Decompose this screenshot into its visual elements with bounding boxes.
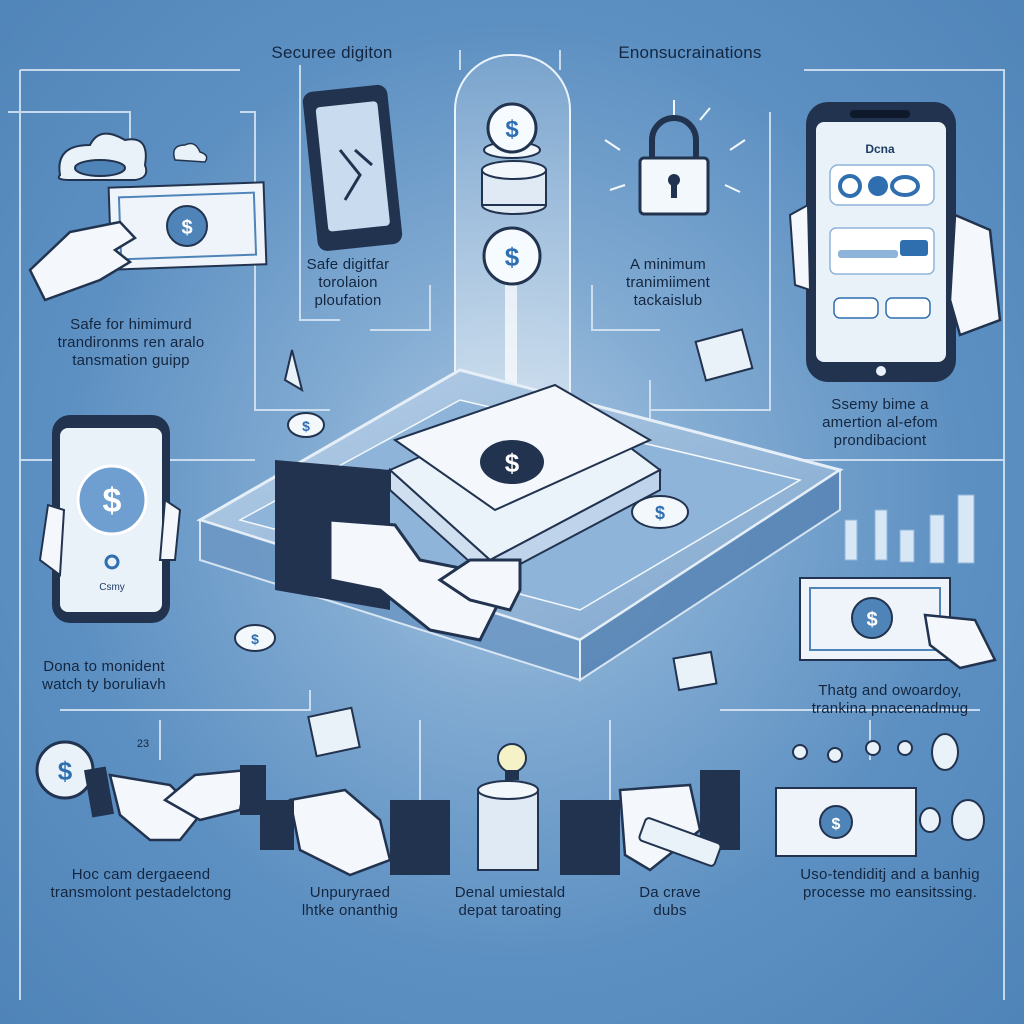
banknote-right: $ bbox=[799, 577, 997, 670]
svg-text:$: $ bbox=[505, 242, 520, 272]
caption-left-middle: Dona to monident watch ty boruliavh bbox=[42, 658, 166, 693]
svg-text:$: $ bbox=[505, 448, 520, 478]
coin-stack-bottom bbox=[477, 743, 539, 871]
phone-left: $ bbox=[52, 415, 170, 623]
caption-bottom-center: Denal umiestald depat taroating bbox=[454, 884, 566, 919]
dollar-coin-bottom-left: $ bbox=[35, 740, 95, 800]
cloud-icon bbox=[57, 132, 208, 181]
caption-bottom-center-right: Da crave dubs bbox=[639, 884, 701, 919]
handshake-bottom-center-right bbox=[560, 770, 740, 875]
banknote-left: $ bbox=[107, 181, 268, 271]
caption-bottom-center-left: Unpuryraed lhtke onanthig bbox=[301, 884, 399, 919]
header-right: Enonsucrainations bbox=[618, 43, 762, 62]
caption-center-right: A minimum tranimiiment tackaislub bbox=[625, 256, 711, 309]
svg-text:$: $ bbox=[251, 631, 259, 647]
caption-right-middle: Ssemy bime a amertion al-efom prondibaci… bbox=[822, 396, 938, 449]
hand-left-top bbox=[28, 220, 137, 302]
phone-left-label: Csmy bbox=[99, 582, 125, 593]
svg-text:$: $ bbox=[832, 816, 841, 833]
handshake-center bbox=[328, 518, 522, 642]
dollar-coin-icon: $ bbox=[482, 226, 542, 286]
handshake-bottom-left bbox=[83, 765, 266, 842]
tablet-icon bbox=[302, 84, 403, 251]
svg-text:$: $ bbox=[302, 418, 310, 434]
hand-right-phone bbox=[788, 203, 1002, 337]
caption-right-lower: Thatg and owoardoy, trankina pnacenadmug bbox=[811, 682, 969, 717]
handshake-bottom-center-left bbox=[260, 788, 450, 877]
coin-left-floating: $ bbox=[287, 412, 325, 438]
phone-right-title: Dcna bbox=[865, 142, 895, 156]
small-tag-icons bbox=[283, 328, 754, 758]
coin-stack-top: $ bbox=[481, 102, 547, 215]
bar-chart-icon bbox=[844, 494, 975, 564]
cash-stack: $ bbox=[388, 383, 662, 583]
header-left: Securee digiton bbox=[271, 43, 393, 62]
phone-right bbox=[806, 102, 956, 382]
svg-text:$: $ bbox=[866, 609, 877, 631]
banknote-bottom-right: $ bbox=[775, 787, 985, 857]
caption-bottom-left: Hoc cam dergaeend transmolont pestadelct… bbox=[50, 866, 232, 901]
svg-text:$: $ bbox=[103, 482, 122, 520]
padlock-icon bbox=[604, 100, 746, 216]
hand-left-phone bbox=[38, 498, 182, 577]
caption-left-upper: Safe for himimurd trandironms ren aralo … bbox=[57, 316, 205, 369]
svg-text:$: $ bbox=[505, 116, 519, 143]
svg-text:$: $ bbox=[655, 503, 665, 523]
svg-text:$: $ bbox=[58, 756, 73, 786]
coin-right-floating: $ bbox=[631, 495, 689, 529]
coin-bottom-left: $ bbox=[234, 624, 276, 652]
lightbulb-icons bbox=[792, 733, 959, 771]
svg-text:$: $ bbox=[181, 217, 192, 239]
caption-bottom-right: Uso-tendiditj and a banhig processe mo e… bbox=[800, 866, 980, 901]
caption-center-left: Safe digitfar torolaion ploufation bbox=[306, 256, 390, 309]
tag-number: 23 bbox=[136, 738, 150, 750]
